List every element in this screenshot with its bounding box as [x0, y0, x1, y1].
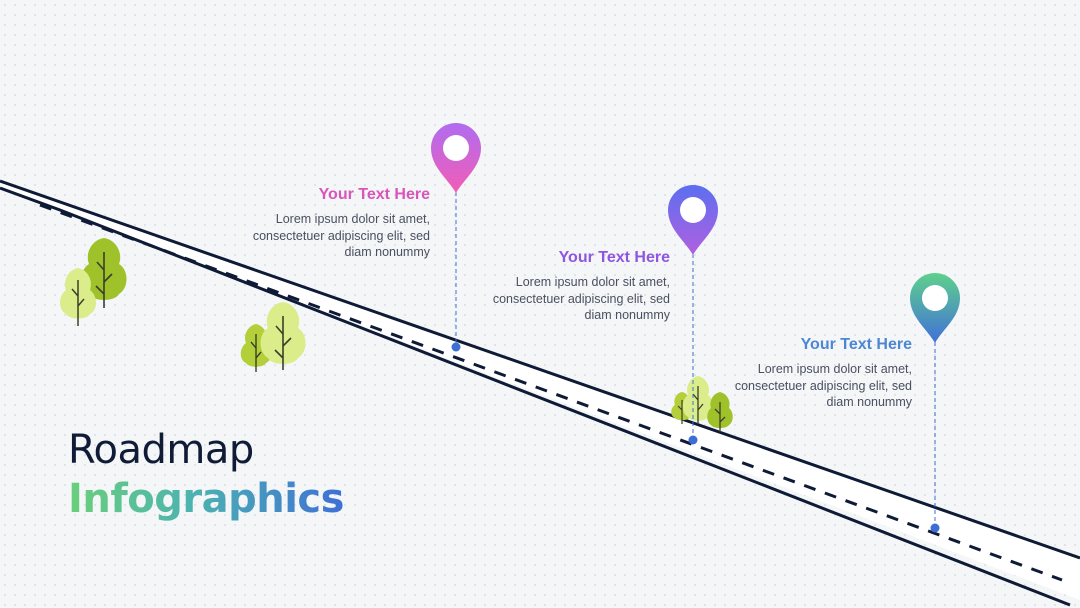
- tree-cluster-1: [60, 238, 127, 326]
- milestone-dot-3: [930, 523, 940, 533]
- milestone-description-line: consectetuer adipiscing elit, sed: [734, 378, 912, 393]
- milestone-1: Your Text Here Lorem ipsum dolor sit ame…: [210, 185, 430, 261]
- tree-cluster-3: [671, 376, 733, 432]
- title-line-roadmap: Roadmap: [68, 427, 254, 473]
- map-pin-icon: [431, 123, 481, 193]
- page-title: Roadmap Infographics: [68, 426, 344, 524]
- tree-cluster-2: [240, 302, 306, 372]
- road-center-dashes: [39, 203, 1063, 582]
- map-pin-icon: [910, 273, 960, 343]
- milestone-title: Your Text Here: [558, 249, 670, 266]
- milestone-description: Lorem ipsum dolor sit amet, consectetuer…: [692, 361, 912, 411]
- milestone-description: Lorem ipsum dolor sit amet, consectetuer…: [210, 211, 430, 261]
- milestone-description: Lorem ipsum dolor sit amet, consectetuer…: [450, 274, 670, 324]
- milestone-guides: [451, 192, 940, 533]
- milestone-dot-2: [688, 435, 698, 445]
- milestone-3: Your Text Here Lorem ipsum dolor sit ame…: [692, 335, 912, 411]
- milestone-description-line: consectetuer adipiscing elit, sed: [492, 291, 670, 306]
- map-pin-icon: [668, 185, 718, 255]
- milestone-2: Your Text Here Lorem ipsum dolor sit ame…: [450, 248, 670, 324]
- milestone-description-line: diam nonummy: [344, 245, 430, 259]
- road: [0, 179, 1080, 607]
- milestone-title: Your Text Here: [318, 186, 430, 203]
- milestone-description-line: Lorem ipsum dolor sit amet,: [757, 362, 912, 376]
- milestone-description-line: diam nonummy: [826, 395, 912, 409]
- milestone-description-line: Lorem ipsum dolor sit amet,: [275, 212, 430, 226]
- milestone-dot-1: [451, 342, 461, 352]
- milestone-description-line: diam nonummy: [584, 308, 670, 322]
- milestone-description-line: consectetuer adipiscing elit, sed: [252, 228, 430, 243]
- milestone-description-line: Lorem ipsum dolor sit amet,: [515, 275, 670, 289]
- milestone-title: Your Text Here: [800, 336, 912, 353]
- title-line-infographics: Infographics: [68, 476, 344, 522]
